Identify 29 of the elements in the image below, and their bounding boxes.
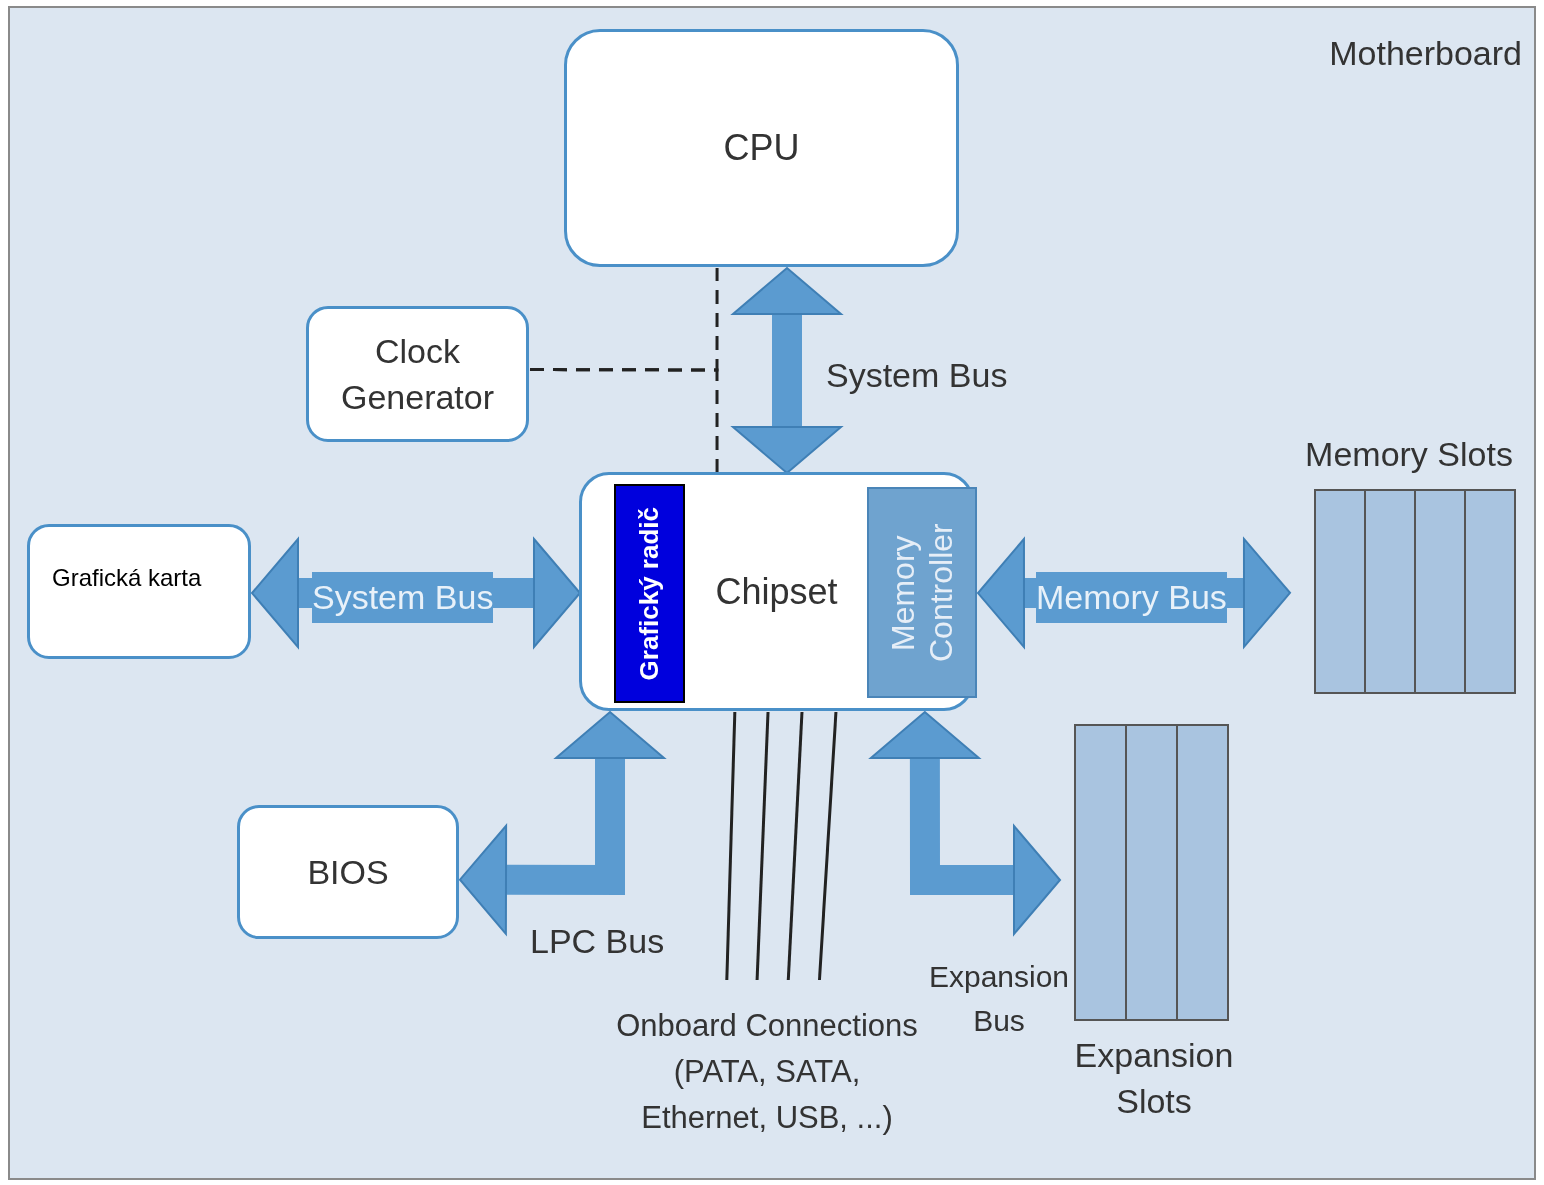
node-label: Memory Controller	[884, 522, 960, 664]
connection-line	[786, 711, 804, 981]
node-label: Motherboard	[1329, 33, 1522, 74]
bus-arrow	[869, 711, 1061, 935]
clock-line	[530, 368, 719, 473]
node-label: Clock Generator	[339, 331, 496, 418]
bus-arrow	[459, 711, 665, 935]
connection-line	[818, 711, 838, 981]
edge-label: System Bus	[312, 572, 494, 623]
node-label: Memory Slots	[1305, 434, 1513, 475]
node-label: Onboard Connections (PATA, SATA, Ethernet, USB, ...)	[615, 1006, 919, 1137]
graphics-card-box	[27, 524, 251, 659]
clock-generator-box	[306, 306, 529, 442]
bus-arrow	[732, 267, 842, 474]
node-label: BIOS	[307, 851, 389, 893]
cpu-box	[564, 29, 959, 267]
memory-controller-block	[867, 487, 977, 698]
connection-line	[755, 711, 770, 981]
motherboard-panel	[8, 6, 1536, 1180]
bios-box	[237, 805, 459, 939]
chipset-box	[579, 472, 974, 711]
node-label: Chipset	[715, 569, 838, 614]
connection-line	[725, 711, 737, 981]
node-label: Expansion Slots	[1073, 1035, 1235, 1122]
graphics-controller-block	[614, 484, 685, 703]
node-label: CPU	[723, 126, 800, 170]
edge-label: Memory Bus	[1036, 572, 1227, 623]
node-label: Grafická karta	[52, 563, 202, 593]
node-label: Grafický radič	[633, 506, 665, 681]
